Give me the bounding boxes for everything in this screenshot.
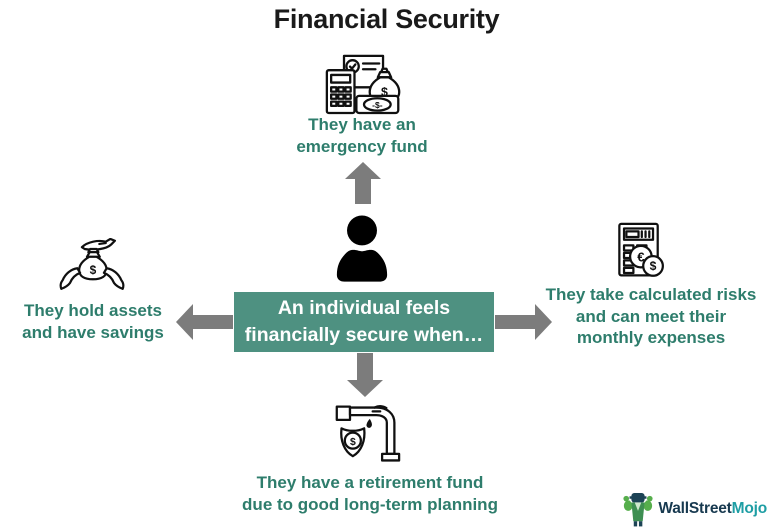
arrow-right-icon [495, 304, 552, 340]
logo-text-wallstreet: WallStreet [658, 500, 732, 517]
arrow-up-icon [345, 162, 381, 204]
emergency-fund-icon: $ -$- [325, 54, 401, 115]
page-title: Financial Security [273, 4, 500, 34]
retirement-shield-icon: $ [335, 405, 401, 462]
svg-text:€: € [637, 249, 645, 264]
hands-holding-money-bag-icon: $ [59, 238, 125, 290]
svg-text:$: $ [650, 259, 657, 273]
branch-label-bottom: They have a retirement fund due to good … [242, 473, 498, 514]
person-icon [336, 215, 388, 282]
arrow-left-icon [176, 304, 233, 340]
svg-text:$: $ [350, 437, 356, 448]
logo-text: WallStreetMojo [658, 500, 767, 518]
logo-text-mojo: Mojo [731, 500, 768, 517]
svg-text:-$-: -$- [372, 100, 383, 110]
wallstreetmojo-logo: WallStreetMojo [622, 490, 767, 528]
center-statement-box: An individual feels financially secure w… [234, 292, 494, 352]
branch-label-right: They take calculated risks and can meet … [545, 285, 757, 348]
svg-text:$: $ [90, 263, 97, 277]
branch-label-left: They hold assets and have savings [22, 301, 164, 342]
svg-text:$: $ [381, 85, 388, 99]
wallstreetmojo-mascot-icon [623, 493, 653, 527]
branch-label-top: They have an emergency fund [296, 115, 428, 156]
calculator-with-coins-icon: € $ [618, 222, 664, 277]
arrow-down-icon [347, 353, 383, 397]
